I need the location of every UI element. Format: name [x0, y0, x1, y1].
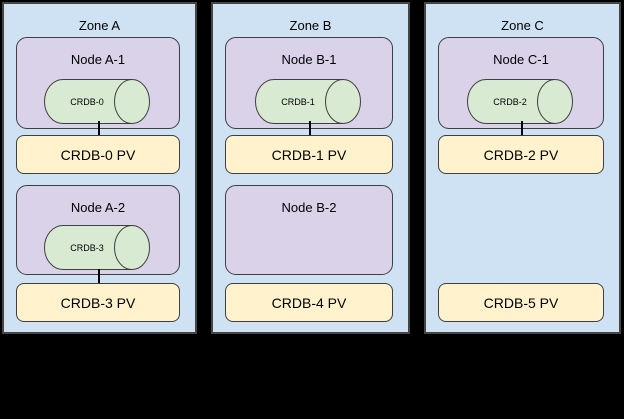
crdb-1-pv: CRDB-1 PV [225, 135, 393, 174]
crdb-0-pv-label: CRDB-0 PV [60, 146, 136, 163]
node-a1: Node A-1 CRDB-0 [16, 37, 180, 129]
connector-crdb-1-to-pv [308, 121, 311, 136]
zone-c: Zone C Node C-1 CRDB-2 CRDB-2 PV CRDB-5 … [424, 2, 621, 334]
cylinder-shape-icon [255, 79, 361, 124]
node-b1-label: Node B-1 [281, 52, 337, 67]
zone-a: Zone A Node A-1 CRDB-0 CRDB-0 PV Node A-… [2, 2, 197, 334]
crdb-3-cylinder-label: CRDB-3 [70, 242, 104, 253]
node-b2-label: Node B-2 [281, 200, 337, 215]
crdb-2-cylinder-label: CRDB-2 [493, 96, 527, 107]
crdb-4-pv-label: CRDB-4 PV [271, 294, 347, 311]
crdb-2-pv-label: CRDB-2 PV [483, 146, 559, 163]
crdb-0-cylinder-label: CRDB-0 [70, 96, 104, 107]
crdb-1-cylinder-icon: CRDB-1 [255, 79, 361, 124]
connector-crdb-3-to-pv [97, 269, 100, 284]
crdb-0-pv: CRDB-0 PV [16, 135, 180, 174]
node-b2: Node B-2 [225, 185, 393, 275]
crdb-5-pv: CRDB-5 PV [438, 283, 604, 322]
crdb-3-cylinder-icon: CRDB-3 [44, 225, 150, 270]
zone-b-label: Zone B [289, 18, 332, 33]
node-c1: Node C-1 CRDB-2 [438, 37, 604, 129]
crdb-4-pv: CRDB-4 PV [225, 283, 393, 322]
node-a1-label: Node A-1 [70, 52, 126, 67]
crdb-2-cylinder-icon: CRDB-2 [467, 79, 573, 124]
crdb-1-pv-label: CRDB-1 PV [271, 146, 347, 163]
zone-a-label: Zone A [78, 18, 121, 33]
connector-crdb-2-to-pv [520, 121, 523, 136]
connector-crdb-0-to-pv [97, 121, 100, 136]
zone-c-label: Zone C [501, 18, 544, 33]
crdb-5-pv-label: CRDB-5 PV [483, 294, 559, 311]
crdb-0-cylinder-icon: CRDB-0 [44, 79, 150, 124]
zone-b: Zone B Node B-1 CRDB-1 CRDB-1 PV Node B-… [211, 2, 410, 334]
node-a2: Node A-2 CRDB-3 [16, 185, 180, 275]
node-b1: Node B-1 CRDB-1 [225, 37, 393, 129]
node-a2-label: Node A-2 [70, 200, 126, 215]
cylinder-shape-icon [44, 79, 150, 124]
cylinder-shape-icon [467, 79, 573, 124]
cylinder-shape-icon [44, 225, 150, 270]
crdb-1-cylinder-label: CRDB-1 [281, 96, 315, 107]
crdb-3-pv: CRDB-3 PV [16, 283, 180, 322]
node-c1-label: Node C-1 [493, 52, 549, 67]
crdb-2-pv: CRDB-2 PV [438, 135, 604, 174]
crdb-3-pv-label: CRDB-3 PV [60, 294, 136, 311]
